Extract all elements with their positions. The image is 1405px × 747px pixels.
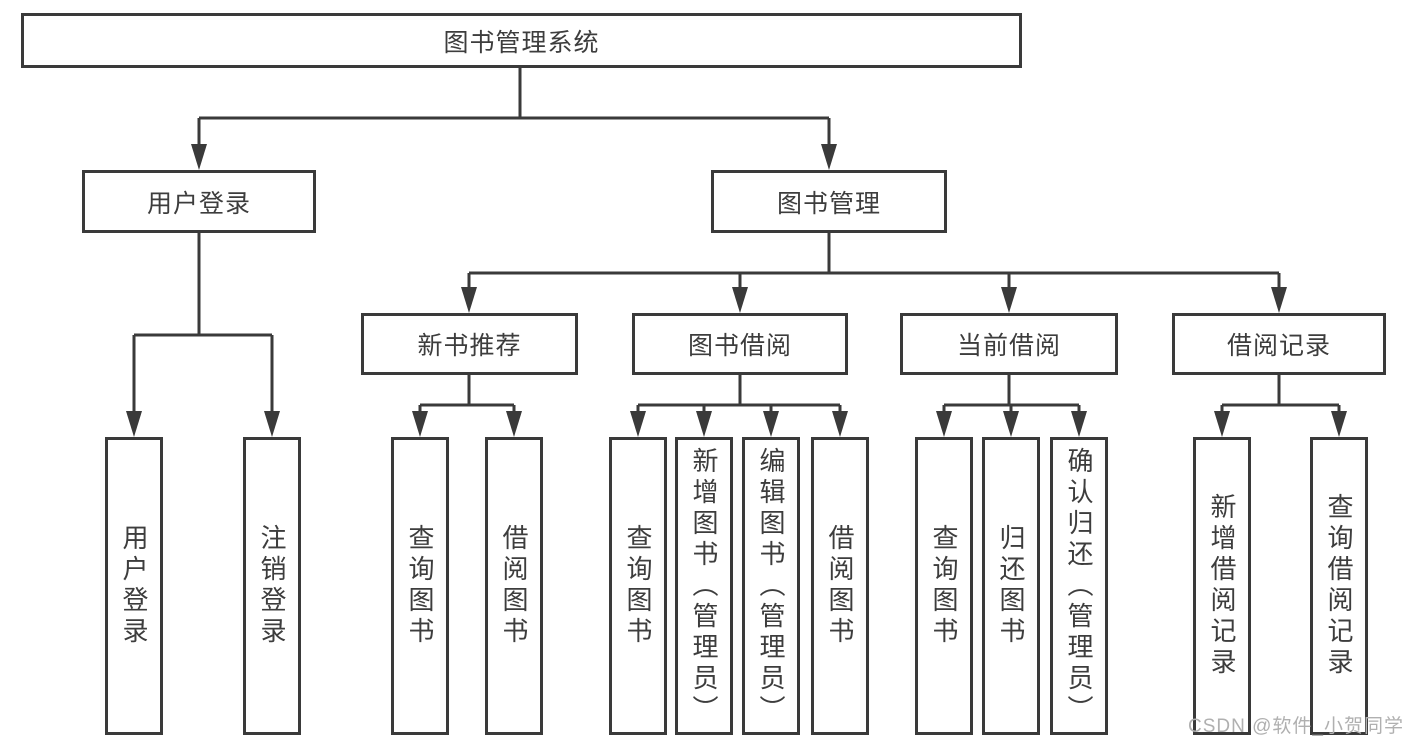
leaf-current-confirm-return-admin: 确认归还（管理员） — [1050, 437, 1108, 735]
node-borrowing-records: 借阅记录 — [1172, 313, 1386, 375]
leaf-recommend-borrow-books-label: 借阅图书 — [499, 524, 529, 648]
node-book-management: 图书管理 — [711, 170, 947, 233]
node-book-management-label: 图书管理 — [776, 189, 881, 218]
leaf-current-query-books: 查询图书 — [915, 437, 973, 735]
node-root-library-system: 图书管理系统 — [21, 13, 1022, 68]
leaf-borrow-query-books-label: 查询图书 — [623, 524, 653, 648]
connector-new-book-to-leaves — [418, 375, 516, 413]
leaf-borrow-borrow-books-label: 借阅图书 — [825, 524, 855, 648]
leaf-user-logout: 注销登录 — [243, 437, 301, 735]
leaf-current-return-books-label: 归还图书 — [996, 524, 1026, 648]
connector-book-borrow-to-leaves — [636, 375, 842, 413]
leaf-user-login: 用户登录 — [105, 437, 163, 735]
node-user-login: 用户登录 — [82, 170, 316, 233]
node-borrowing-records-label: 借阅记录 — [1226, 332, 1331, 360]
leaf-records-query-record-label: 查询借阅记录 — [1324, 493, 1354, 679]
leaf-records-add-record-label: 新增借阅记录 — [1207, 493, 1237, 679]
node-current-borrowing-label: 当前借阅 — [956, 332, 1061, 360]
node-book-borrowing-label: 图书借阅 — [687, 332, 792, 360]
csdn-watermark: CSDN @软件_小贺同学 — [1188, 716, 1404, 737]
node-new-book-recommend: 新书推荐 — [361, 313, 578, 375]
leaf-borrow-add-books-admin: 新增图书（管理员） — [675, 437, 733, 735]
leaf-recommend-borrow-books: 借阅图书 — [485, 437, 543, 735]
node-new-book-recommend-label: 新书推荐 — [417, 332, 522, 360]
leaf-current-confirm-return-admin-label: 确认归还（管理员） — [1064, 446, 1094, 726]
node-current-borrowing: 当前借阅 — [900, 313, 1118, 375]
node-book-borrowing: 图书借阅 — [632, 313, 848, 375]
leaf-borrow-add-books-admin-label: 新增图书（管理员） — [689, 446, 719, 726]
leaf-recommend-query-books: 查询图书 — [391, 437, 449, 735]
connector-current-to-leaves — [942, 375, 1081, 413]
leaf-borrow-edit-books-admin-label: 编辑图书（管理员） — [756, 446, 786, 726]
leaf-borrow-query-books: 查询图书 — [609, 437, 667, 735]
connector-user-login-to-leaves — [132, 233, 274, 413]
leaf-borrow-edit-books-admin: 编辑图书（管理员） — [742, 437, 800, 735]
leaf-current-return-books: 归还图书 — [982, 437, 1040, 735]
leaf-records-query-record: 查询借阅记录 — [1310, 437, 1368, 735]
connector-root-to-level2 — [197, 68, 831, 146]
leaf-borrow-borrow-books: 借阅图书 — [811, 437, 869, 735]
leaf-user-login-label: 用户登录 — [119, 524, 149, 648]
leaf-user-logout-label: 注销登录 — [257, 524, 287, 648]
leaf-records-add-record: 新增借阅记录 — [1193, 437, 1251, 735]
leaf-current-query-books-label: 查询图书 — [929, 524, 959, 648]
connector-book-mgmt-to-level3 — [467, 233, 1281, 289]
node-user-login-label: 用户登录 — [146, 189, 251, 218]
node-root-label: 图书管理系统 — [443, 28, 600, 57]
leaf-recommend-query-books-label: 查询图书 — [405, 524, 435, 648]
arrowheads — [126, 144, 1347, 437]
connector-records-to-leaves — [1220, 375, 1341, 413]
